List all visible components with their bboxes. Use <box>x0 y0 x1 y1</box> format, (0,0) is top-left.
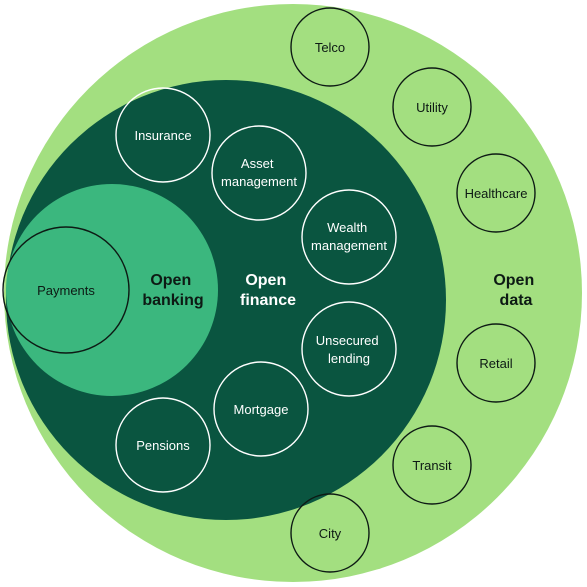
utility-label: Utility <box>416 100 448 115</box>
telco-label: Telco <box>315 40 345 55</box>
wealth-management-label-line1: Wealth <box>327 220 367 235</box>
retail-label-line1: Retail <box>479 356 512 371</box>
open-banking-label: Open banking <box>142 272 203 309</box>
city-label: City <box>319 526 342 541</box>
transit-circle <box>392 425 472 505</box>
payments-label-line1: Payments <box>37 283 95 298</box>
wealth-management-circle <box>301 189 397 285</box>
mortgage-circle <box>213 361 309 457</box>
asset-management-label: Asset management <box>221 156 297 189</box>
retail-label: Retail <box>479 356 512 371</box>
open-finance-label-line2: finance <box>240 292 296 309</box>
wealth-management-label-line2: management <box>311 238 387 253</box>
open-banking-zone <box>6 184 218 396</box>
retail-circle <box>456 323 536 403</box>
transit-label-line1: Transit <box>412 458 452 473</box>
healthcare-label-line1: Healthcare <box>465 186 528 201</box>
pensions-label: Pensions <box>136 438 190 453</box>
asset-management-label-line1: Asset <box>241 156 274 171</box>
city-label-line1: City <box>319 526 342 541</box>
telco-circle <box>290 7 370 87</box>
payments-label: Payments <box>37 283 95 298</box>
unsecured-lending-label-line2: lending <box>328 351 370 366</box>
city-circle <box>290 493 370 573</box>
insurance-label: Insurance <box>134 128 191 143</box>
healthcare-circle <box>456 153 536 233</box>
utility-circle <box>392 67 472 147</box>
unsecured-lending-label-line1: Unsecured <box>316 333 379 348</box>
open-finance-label: Open finance <box>240 272 296 309</box>
insurance-label-line1: Insurance <box>134 128 191 143</box>
telco-label-line1: Telco <box>315 40 345 55</box>
open-data-label: Open data <box>493 272 538 309</box>
unsecured-lending-circle <box>301 301 397 397</box>
transit-label: Transit <box>412 458 452 473</box>
pensions-circle <box>115 397 211 493</box>
payments-circle <box>2 226 130 354</box>
mortgage-label-line1: Mortgage <box>234 402 289 417</box>
healthcare-label: Healthcare <box>465 186 528 201</box>
open-data-label-line1: Open <box>493 272 534 289</box>
utility-label-line1: Utility <box>416 100 448 115</box>
open-banking-label-line2: banking <box>142 292 203 309</box>
unsecured-lending-label: Unsecured lending <box>316 333 383 366</box>
asset-management-circle <box>211 125 307 221</box>
wealth-management-label: Wealth management <box>311 220 387 253</box>
open-banking-label-line1: Open <box>150 272 191 289</box>
mortgage-label: Mortgage <box>234 402 289 417</box>
open-finance-label-line1: Open <box>245 272 286 289</box>
asset-management-label-line2: management <box>221 174 297 189</box>
open-data-label-line2: data <box>500 292 533 309</box>
insurance-circle <box>115 87 211 183</box>
pensions-label-line1: Pensions <box>136 438 190 453</box>
